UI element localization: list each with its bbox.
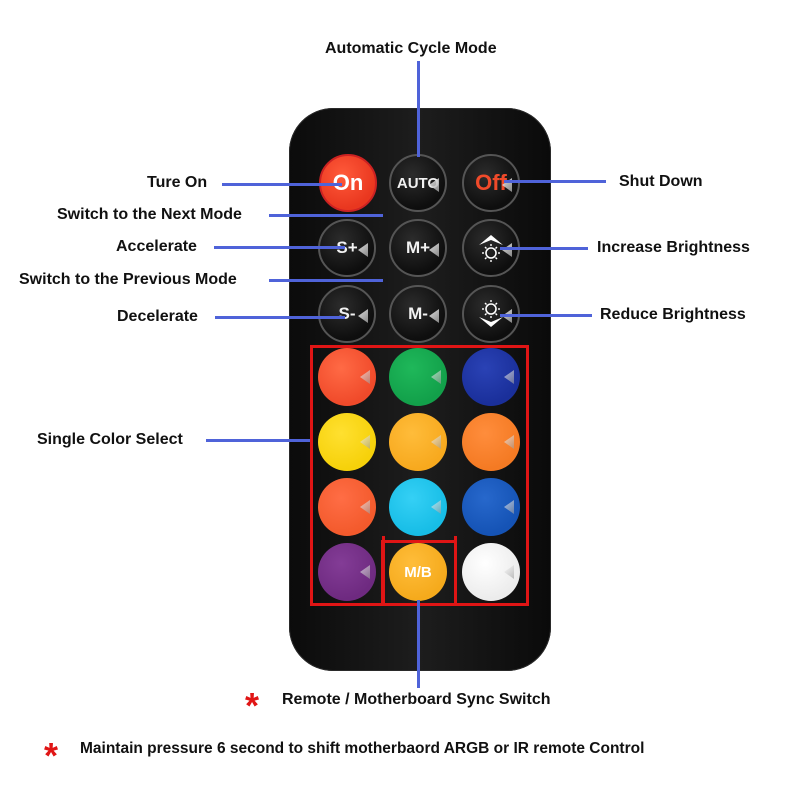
color-button-amber[interactable] — [389, 413, 447, 471]
motherboard-sync-button[interactable]: M/B — [389, 543, 447, 601]
motherboard-sync-label: M/B — [404, 563, 432, 581]
sun-up-icon — [479, 235, 503, 262]
color-button-red-orange[interactable] — [318, 478, 376, 536]
leader-line-increase-brightness — [500, 247, 588, 250]
auto-button-label: AUTO — [396, 174, 440, 192]
label-shut-down: Shut Down — [619, 173, 703, 190]
mode-up-button[interactable]: M+ — [389, 219, 447, 277]
color-button-orange[interactable] — [462, 413, 520, 471]
color-button-cyan[interactable] — [389, 478, 447, 536]
label-reduce-brightness: Reduce Brightness — [600, 306, 746, 323]
label-sync-switch: Remote / Motherboard Sync Switch — [282, 691, 551, 708]
leader-line-auto — [417, 61, 420, 157]
leader-line-previous-mode — [269, 279, 383, 282]
label-previous-mode: Switch to the Previous Mode — [19, 271, 237, 288]
color-button-green[interactable] — [389, 348, 447, 406]
color-button-yellow[interactable] — [318, 413, 376, 471]
label-automatic-cycle-mode: Automatic Cycle Mode — [325, 40, 497, 57]
leader-line-reduce-brightness — [500, 314, 592, 317]
mode-up-label: M+ — [405, 238, 431, 257]
color-button-white[interactable] — [462, 543, 520, 601]
color-select-box-left — [310, 536, 385, 606]
label-turn-on: Ture On — [147, 174, 208, 191]
asterisk-note: * — [44, 735, 59, 776]
leader-line-decelerate — [215, 316, 345, 319]
off-button-label: Off — [475, 170, 507, 195]
leader-line-accelerate — [214, 246, 345, 249]
color-button-blue[interactable] — [462, 348, 520, 406]
leader-line-single-color — [206, 439, 310, 442]
label-increase-brightness: Increase Brightness — [597, 239, 750, 256]
on-button[interactable]: On — [319, 154, 377, 212]
label-decelerate: Decelerate — [117, 308, 198, 325]
color-button-royal-blue[interactable] — [462, 478, 520, 536]
color-button-purple[interactable] — [318, 543, 376, 601]
speed-down-label: S- — [338, 304, 356, 323]
asterisk-sync: * — [245, 685, 260, 726]
off-button[interactable]: Off — [462, 154, 520, 212]
leader-line-sync-switch — [417, 600, 420, 688]
leader-line-shut-down — [504, 180, 606, 183]
color-select-box-top — [310, 345, 529, 539]
color-select-box-right — [454, 536, 529, 606]
mode-down-label: M- — [408, 304, 428, 323]
label-next-mode: Switch to the Next Mode — [57, 206, 242, 223]
speed-down-button[interactable]: S- — [318, 285, 376, 343]
auto-button[interactable]: AUTO — [389, 154, 447, 212]
leader-line-next-mode — [269, 214, 383, 217]
label-note: Maintain pressure 6 second to shift moth… — [80, 740, 645, 757]
leader-line-turn-on — [222, 183, 342, 186]
sun-down-icon — [479, 300, 503, 327]
sync-switch-box — [381, 540, 457, 606]
label-single-color-select: Single Color Select — [37, 431, 183, 448]
speed-up-button[interactable]: S+ — [318, 219, 376, 277]
mode-down-button[interactable]: M- — [389, 285, 447, 343]
on-button-label: On — [332, 170, 364, 195]
color-button-red[interactable] — [318, 348, 376, 406]
speed-up-label: S+ — [336, 238, 358, 257]
label-accelerate: Accelerate — [116, 238, 197, 255]
